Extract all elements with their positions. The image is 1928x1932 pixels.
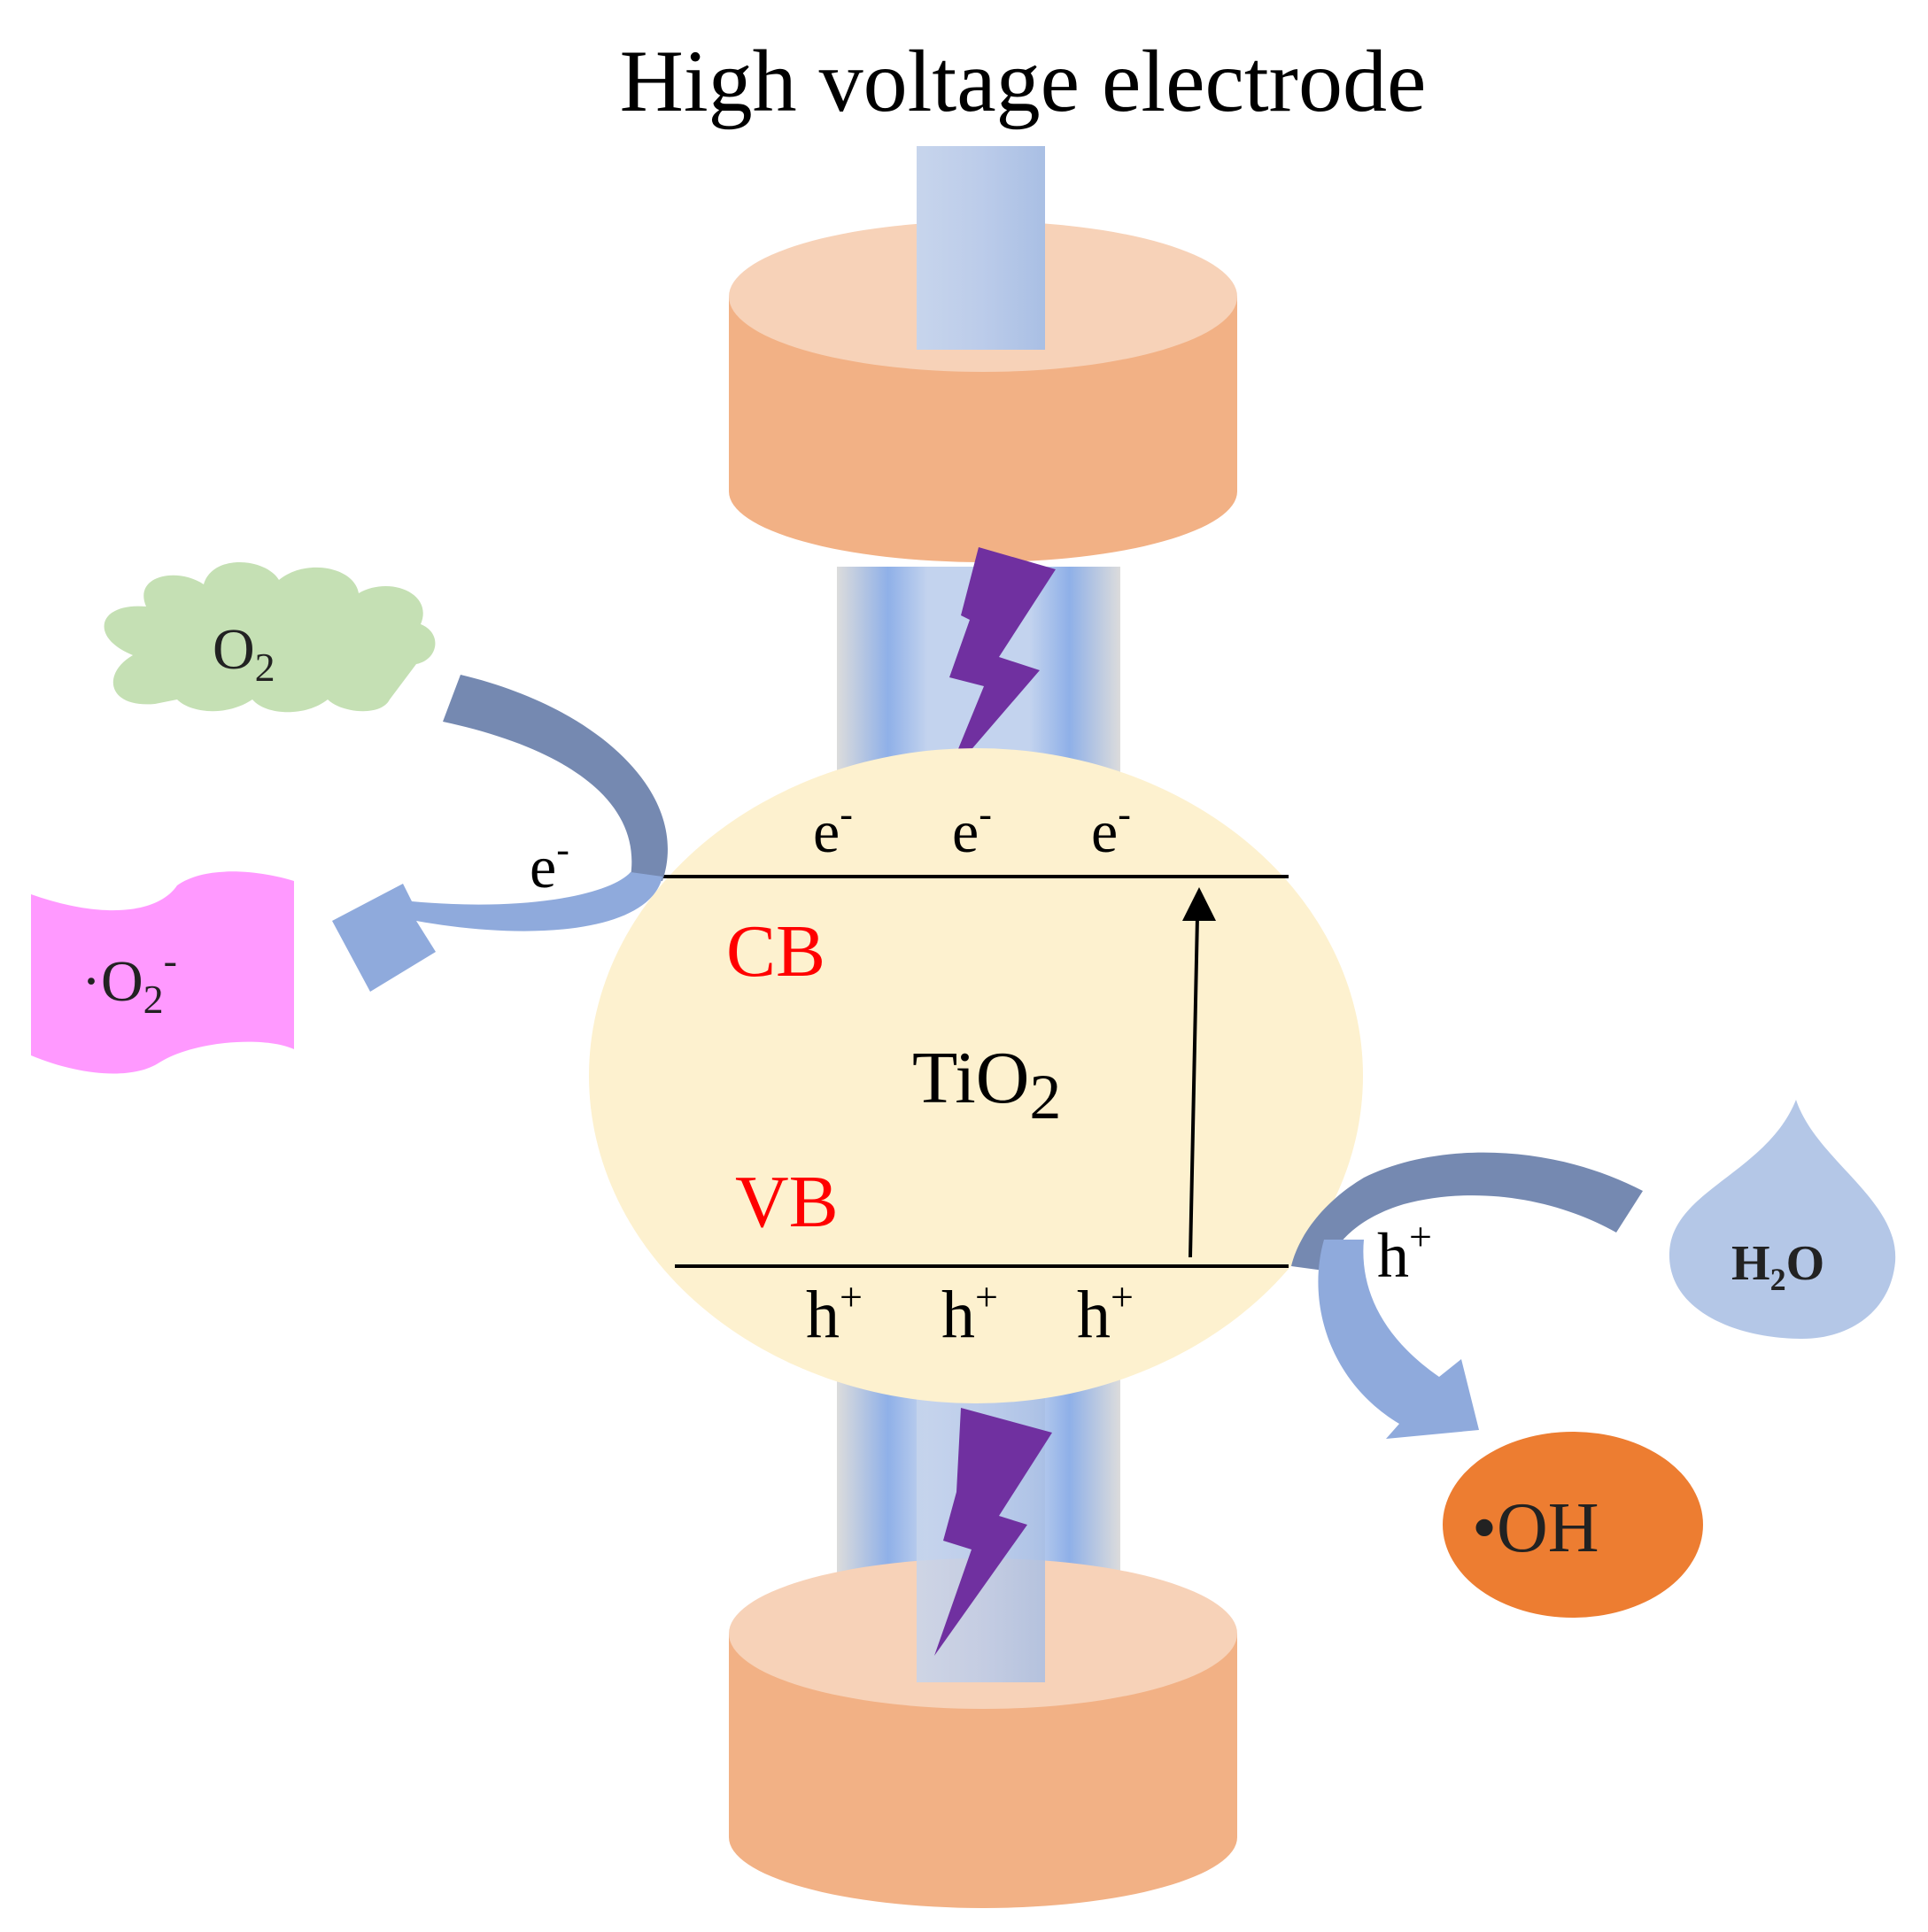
water-drop: H2O [1669,1100,1896,1339]
cb-electrons: e- e- e- [813,792,1131,865]
electrode-rod [917,146,1045,350]
title: High voltage electrode [620,32,1427,130]
superoxide-box: ·O2- [31,871,294,1074]
left-electron-label: e- [530,828,569,900]
hole-3: h+ [1077,1274,1134,1352]
electron-3: e- [1091,792,1131,865]
left-arrow-upper [443,675,668,881]
left-arrow-lower [332,872,662,992]
right-arrow-lower [1318,1240,1479,1439]
cb-label: CB [726,910,825,993]
top-electrode [729,221,1237,562]
tio2-particle [589,748,1363,1403]
electron-2: e- [952,792,992,865]
o2-label: O2 [213,617,275,690]
hole-1: h+ [806,1274,863,1352]
lightning-bottom-icon [934,1408,1052,1656]
superoxide-label: ·O2- [81,938,177,1022]
right-hole-label: h+ [1377,1214,1432,1291]
right-arrow-upper [1291,1152,1643,1271]
tio2-label: TiO2 [912,1037,1061,1132]
hole-2: h+ [941,1274,998,1352]
hydroxyl-label: •OH [1472,1489,1599,1567]
excitation-arrow [1189,916,1199,1258]
vb-label: VB [735,1161,839,1243]
electron-1: e- [813,792,853,865]
bottom-electrode [729,1364,1237,1908]
excitation-arrow-head [1182,887,1216,921]
o2-cloud: O2 [104,562,436,713]
water-label: H2O [1731,1236,1824,1297]
hydroxyl-radical: •OH [1443,1432,1703,1618]
lightning-top-icon [946,547,1056,779]
vb-holes: h+ h+ h+ [806,1274,1134,1352]
